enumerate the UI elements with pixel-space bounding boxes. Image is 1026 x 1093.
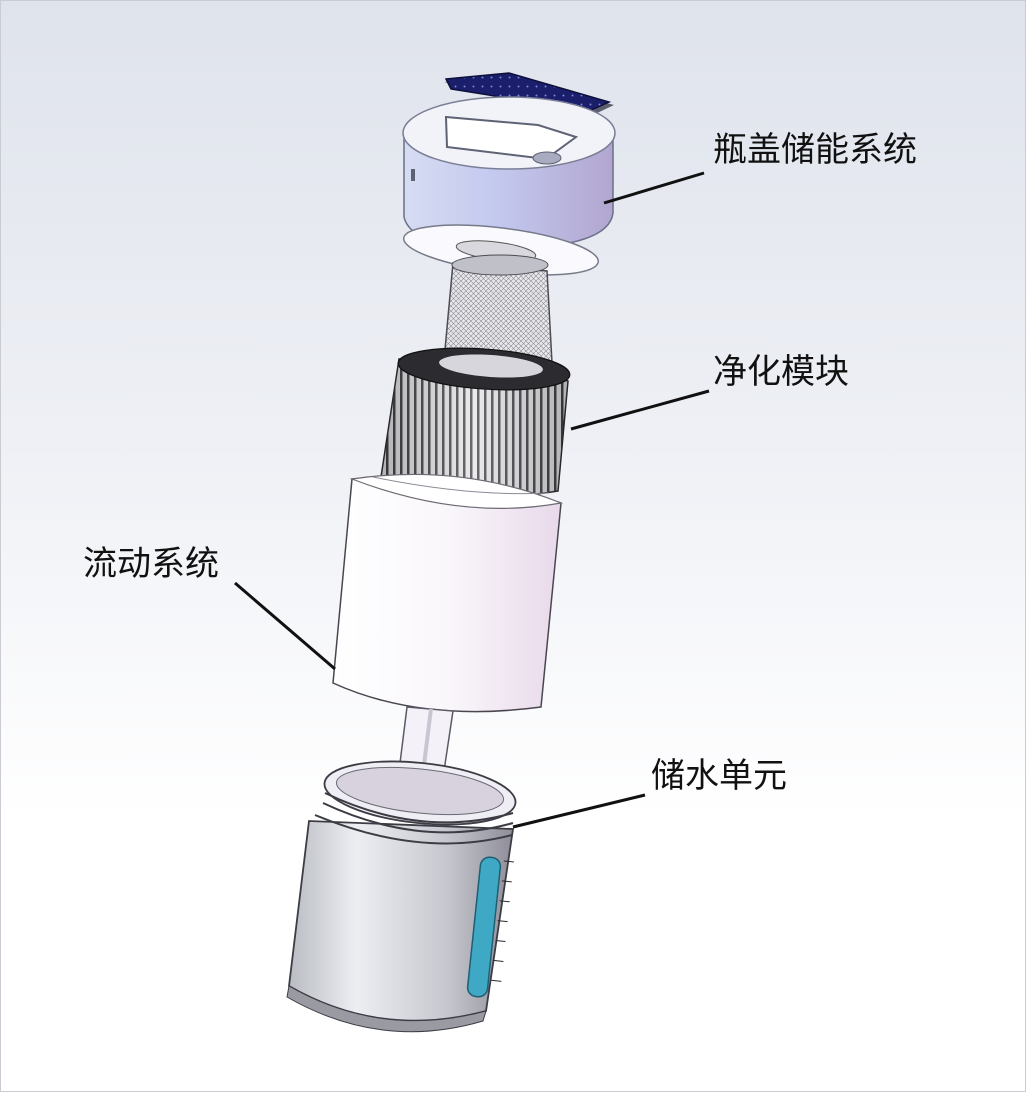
- label-purification-module: 净化模块: [713, 352, 849, 392]
- ribbed-filter: [380, 347, 571, 498]
- label-cap-energy-system: 瓶盖储能系统: [713, 130, 917, 170]
- leader-line-purification: [570, 389, 710, 431]
- leader-line-cap: [603, 171, 705, 205]
- leader-line-flow: [234, 581, 336, 671]
- water-cup: [286, 760, 517, 1033]
- label-water-storage-unit: 储水单元: [651, 756, 787, 796]
- leader-line-storage: [512, 793, 646, 829]
- label-flow-system: 流动系统: [83, 544, 219, 584]
- flow-sleeve: [332, 473, 564, 713]
